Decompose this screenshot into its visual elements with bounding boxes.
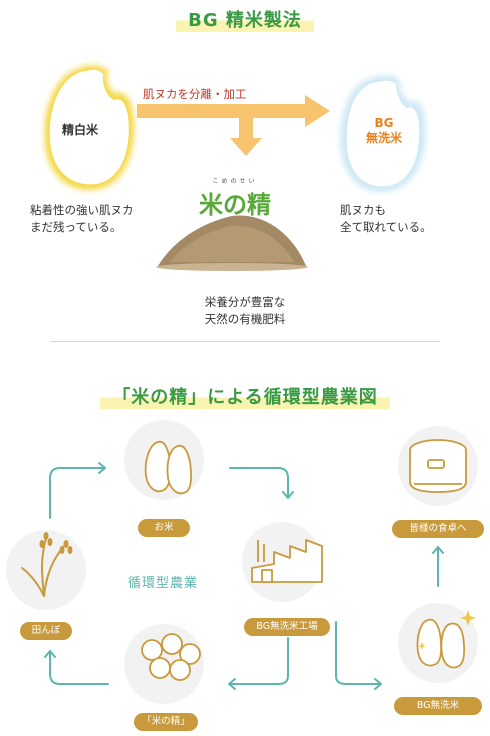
- bg-rice-grain-icon: [338, 73, 428, 195]
- paddy-node-circle: [6, 530, 86, 610]
- bg-rice-label: BG 無洗米: [365, 116, 402, 145]
- section-divider: [50, 341, 440, 342]
- cycle-section-title: 「米の精」による循環型農業図: [0, 383, 490, 409]
- rice-bran-pile-icon: [156, 215, 308, 271]
- separation-arrow: [137, 95, 330, 156]
- rice-cooker-icon: [409, 439, 467, 493]
- process-diagram: [42, 63, 428, 271]
- factory-icon: [251, 539, 323, 583]
- sparkling-rice-icon: [416, 618, 466, 669]
- bg-rice-caption: 肌ヌカも 全て取れている。: [340, 203, 432, 234]
- cycle-arrows: [49, 467, 439, 685]
- seimai-caption: 粘着性の強い肌ヌカ まだ残っている。: [30, 203, 134, 234]
- factory-node-label: BG無洗米工場: [244, 618, 330, 636]
- rice-plant-icon: [21, 532, 73, 597]
- fertilizer-caption: 栄養分が豊富な 天然の有機肥料: [204, 295, 286, 326]
- arrow-komenosei-to-paddy: [49, 651, 109, 685]
- process-section-title: BG 精米製法: [0, 6, 490, 32]
- arrow-paddy-to-rice: [49, 467, 105, 519]
- fertilizer-balls-icon: [141, 633, 201, 681]
- paddy-node-label: 田んぼ: [20, 622, 72, 640]
- arrow-factory-to-komenosei: [229, 637, 289, 685]
- seimai-grain-icon: [42, 63, 137, 193]
- komenosei-node-label: 「米の精」: [134, 713, 198, 731]
- cycle-diagram: [21, 439, 476, 690]
- sparkle-icon: [418, 610, 476, 650]
- arrow-factory-to-bgrice: [335, 621, 381, 685]
- seimai-label: 精白米: [62, 123, 99, 137]
- table-node-label: 皆様の食卓へ: [392, 520, 484, 538]
- rice-node-label: お米: [138, 519, 190, 537]
- komenosei-logo: こめのせい 米の精: [199, 178, 271, 219]
- bg-rice-node-label: BG無洗米: [394, 697, 482, 715]
- arrow-rice-to-factory: [229, 467, 289, 497]
- rice-grains-icon: [144, 440, 193, 495]
- separation-arrow-label: 肌ヌカを分離・加工: [143, 87, 247, 101]
- cycle-center-label: 循環型農業: [128, 576, 199, 591]
